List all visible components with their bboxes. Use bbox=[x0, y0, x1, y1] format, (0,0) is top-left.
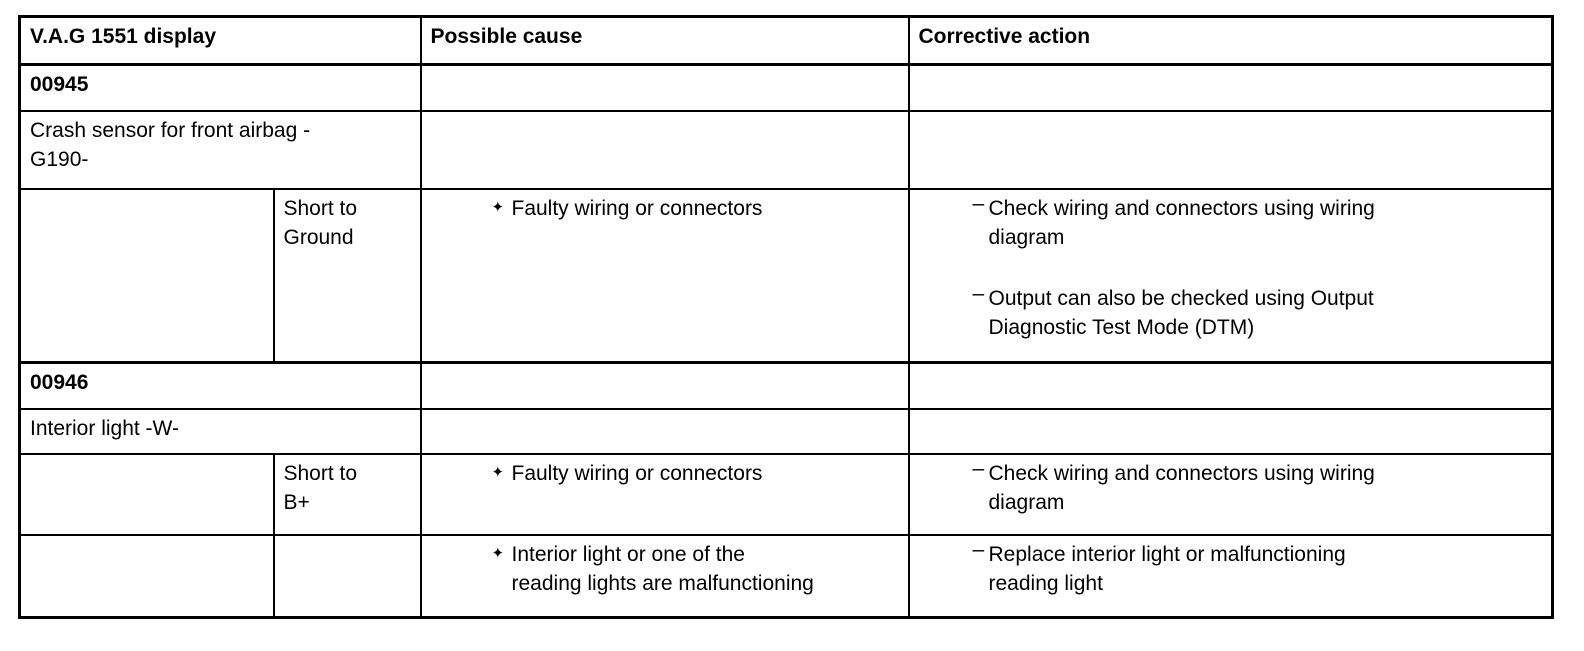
action-item: – Check wiring and connectors using wiri… bbox=[911, 192, 1548, 252]
action-text: Check wiring and connectors using wiring… bbox=[988, 461, 1375, 514]
corrective-action-cell: – Check wiring and connectors using wiri… bbox=[907, 452, 1554, 536]
table-row: 00945 bbox=[18, 63, 1554, 112]
table-row: Short to Ground ✦ Faulty wiring or conne… bbox=[18, 187, 1554, 364]
fault-description-crash-sensor: Crash sensor for front airbag - G190- bbox=[18, 109, 422, 190]
action-text: Check wiring and connectors using wiring… bbox=[988, 196, 1375, 249]
table-row: Crash sensor for front airbag - G190- bbox=[18, 109, 1554, 190]
empty-cell bbox=[419, 63, 910, 112]
possible-cause-cell: ✦ Interior light or one of the reading l… bbox=[419, 533, 910, 619]
cause-text: Interior light or one of the reading lig… bbox=[511, 542, 814, 595]
condition-short-to-ground: Short to Ground bbox=[272, 187, 422, 364]
empty-cell bbox=[907, 361, 1554, 410]
diamond-bullet-icon: ✦ bbox=[491, 198, 505, 216]
cause-item: ✦ Faulty wiring or connectors bbox=[423, 459, 904, 488]
dash-bullet-icon: – bbox=[972, 281, 985, 305]
condition-short-to-b-plus: Short to B+ bbox=[272, 452, 422, 536]
fault-description-text: Interior light -W- bbox=[30, 416, 179, 440]
fault-description-text: Crash sensor for front airbag - G190- bbox=[30, 118, 311, 171]
action-item: – Check wiring and connectors using wiri… bbox=[911, 457, 1548, 517]
fault-code-00945: 00945 bbox=[18, 63, 422, 112]
possible-cause-cell: ✦ Faulty wiring or connectors bbox=[419, 452, 910, 536]
corrective-action-cell: – Check wiring and connectors using wiri… bbox=[907, 187, 1554, 364]
header-vag-1551-display: V.A.G 1551 display bbox=[18, 15, 422, 66]
fault-description-interior-light: Interior light -W- bbox=[18, 407, 422, 455]
action-item: – Replace interior light or malfunctioni… bbox=[911, 538, 1548, 598]
possible-cause-cell: ✦ Faulty wiring or connectors bbox=[419, 187, 910, 364]
empty-cell bbox=[419, 361, 910, 410]
dash-bullet-icon: – bbox=[972, 456, 985, 480]
header-corrective-action: Corrective action bbox=[907, 15, 1554, 66]
dash-bullet-icon: – bbox=[972, 191, 985, 215]
empty-cell bbox=[419, 109, 910, 190]
empty-cell bbox=[272, 533, 422, 619]
dash-bullet-icon: – bbox=[972, 537, 985, 561]
action-text: Replace interior light or malfunctioning… bbox=[988, 542, 1346, 595]
diamond-bullet-icon: ✦ bbox=[491, 544, 505, 562]
table-header-row: V.A.G 1551 display Possible cause Correc… bbox=[18, 15, 1554, 66]
cause-item: ✦ Interior light or one of the reading l… bbox=[423, 540, 904, 598]
empty-cell bbox=[18, 187, 275, 364]
cause-item: ✦ Faulty wiring or connectors bbox=[423, 194, 904, 223]
header-possible-cause: Possible cause bbox=[419, 15, 910, 66]
empty-cell bbox=[907, 63, 1554, 112]
empty-cell bbox=[18, 452, 275, 536]
fault-code-00946: 00946 bbox=[18, 361, 422, 410]
empty-cell bbox=[18, 533, 275, 619]
empty-cell bbox=[419, 407, 910, 455]
condition-text: Short to Ground bbox=[283, 196, 358, 249]
cause-text: Faulty wiring or connectors bbox=[511, 196, 763, 220]
table-row: ✦ Interior light or one of the reading l… bbox=[18, 533, 1554, 619]
cause-text: Faulty wiring or connectors bbox=[511, 461, 763, 485]
table-row: Interior light -W- bbox=[18, 407, 1554, 455]
empty-cell bbox=[907, 109, 1554, 190]
condition-text: Short to B+ bbox=[283, 461, 358, 514]
empty-cell bbox=[907, 407, 1554, 455]
table-row: 00946 bbox=[18, 361, 1554, 410]
corrective-action-cell: – Replace interior light or malfunctioni… bbox=[907, 533, 1554, 619]
action-item: – Output can also be checked using Outpu… bbox=[911, 282, 1548, 342]
diagnostic-table: V.A.G 1551 display Possible cause Correc… bbox=[18, 15, 1554, 619]
action-text: Output can also be checked using Output … bbox=[988, 286, 1374, 339]
diamond-bullet-icon: ✦ bbox=[491, 463, 505, 481]
table-row: Short to B+ ✦ Faulty wiring or connector… bbox=[18, 452, 1554, 536]
